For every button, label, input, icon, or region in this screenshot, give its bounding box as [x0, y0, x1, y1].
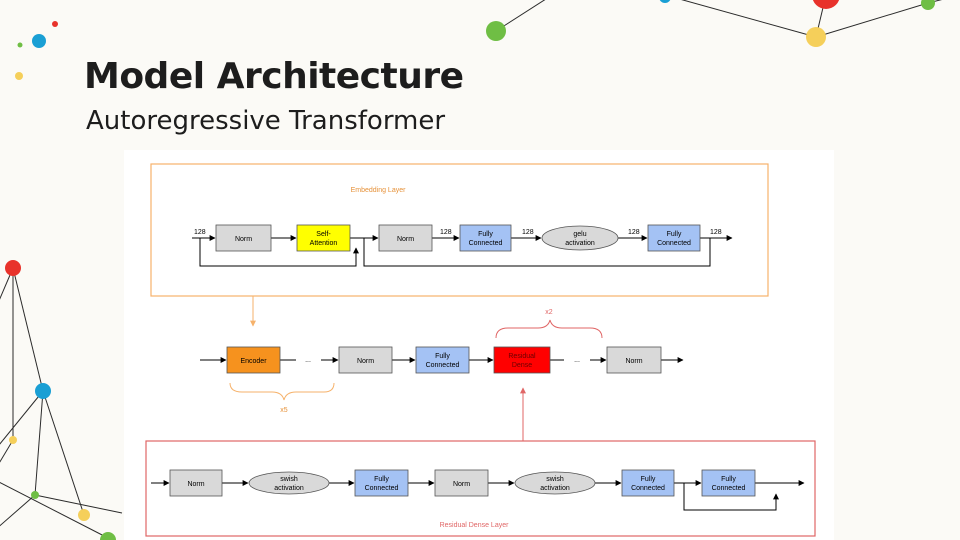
fully-connected-block: Fully Connected: [701, 469, 756, 497]
block-label: gelu: [573, 231, 586, 238]
block-label: Dense: [512, 362, 532, 369]
block-label: Norm: [625, 358, 642, 365]
encoder-repeat-brace: [229, 382, 335, 401]
block-label: Fully: [478, 231, 493, 238]
block-label: Encoder: [240, 358, 267, 365]
fully-connected-block: Fully Connected: [621, 469, 675, 497]
block-label: Attention: [310, 240, 338, 247]
block-label: swish: [546, 476, 564, 483]
norm-block: Norm: [215, 224, 272, 252]
embedding-layer-group: Embedding Layer 128 128 128 128 128 Norm…: [150, 163, 769, 297]
block-label: activation: [540, 485, 570, 492]
norm-block: Norm: [378, 224, 433, 252]
gelu-activation-block: gelu activation: [541, 225, 619, 251]
block-label: Connected: [657, 240, 691, 247]
block-label: swish: [280, 476, 298, 483]
block-label: Fully: [374, 476, 389, 483]
block-label: Fully: [641, 476, 656, 483]
embedding-layer-frame: [150, 163, 769, 297]
norm-block: Norm: [169, 469, 223, 497]
block-label: Norm: [397, 236, 414, 243]
ellipsis-label: ...: [574, 357, 580, 364]
residual-dense-block: Residual Dense: [493, 346, 551, 374]
residual-dense-layer-frame: [145, 440, 816, 537]
norm-block: Norm: [434, 469, 489, 497]
fully-connected-block: Fully Connected: [415, 346, 470, 374]
block-label: Norm: [357, 358, 374, 365]
norm-block: Norm: [338, 346, 393, 374]
fully-connected-block: Fully Connected: [459, 224, 512, 252]
block-label: Norm: [453, 481, 470, 488]
swish-activation-block: swish activation: [248, 471, 330, 495]
swish-activation-block: swish activation: [514, 471, 596, 495]
block-label: Connected: [712, 485, 746, 492]
slide-subtitle: Autoregressive Transformer: [86, 106, 446, 136]
block-label: Self-: [316, 231, 331, 238]
dim-label: 128: [440, 229, 452, 236]
block-label: Fully: [667, 231, 682, 238]
block-label: activation: [274, 485, 304, 492]
block-label: activation: [565, 240, 595, 247]
dim-label: 128: [710, 229, 722, 236]
block-label: Norm: [235, 236, 252, 243]
dim-label: 128: [628, 229, 640, 236]
slide-title: Model Architecture: [84, 56, 464, 97]
self-attention-block: Self- Attention: [296, 224, 351, 252]
residual-dense-layer-label: Residual Dense Layer: [440, 522, 510, 529]
architecture-diagram: Embedding Layer 128 128 128 128 128 Norm…: [124, 150, 834, 540]
residual-repeat-label: x2: [545, 309, 553, 316]
fully-connected-block: Fully Connected: [354, 469, 409, 497]
dim-label: 128: [194, 229, 206, 236]
block-label: Connected: [365, 485, 399, 492]
block-label: Connected: [469, 240, 503, 247]
main-stack-group: Encoder ... Norm Fully Connected Residua…: [200, 309, 684, 414]
block-label: Residual: [508, 353, 536, 360]
block-label: Connected: [426, 362, 460, 369]
dim-label: 128: [522, 229, 534, 236]
ellipsis-label: ...: [305, 357, 311, 364]
block-label: Norm: [187, 481, 204, 488]
encoder-block: Encoder: [226, 346, 281, 374]
norm-block: Norm: [606, 346, 662, 374]
block-label: Fully: [721, 476, 736, 483]
embedding-layer-label: Embedding Layer: [351, 187, 407, 194]
block-label: Fully: [435, 353, 450, 360]
residual-repeat-brace: [495, 319, 603, 339]
fully-connected-block: Fully Connected: [647, 224, 701, 252]
encoder-repeat-label: x5: [280, 407, 288, 414]
block-label: Connected: [631, 485, 665, 492]
residual-dense-layer-group: Residual Dense Layer Norm swish activati…: [145, 440, 816, 537]
